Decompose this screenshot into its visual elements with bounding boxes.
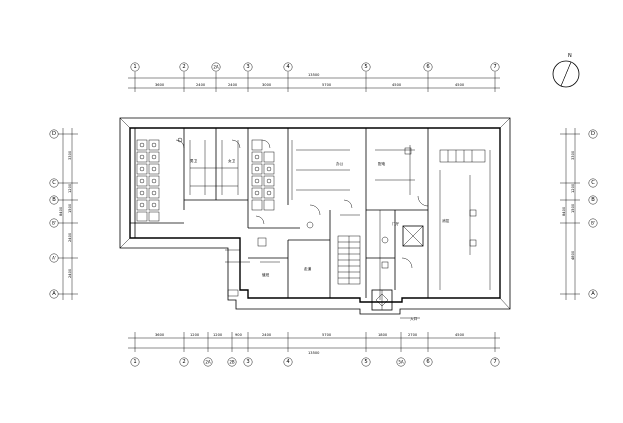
axis-label: B' [591, 221, 595, 226]
svg-text:2700: 2700 [408, 333, 418, 337]
north-arrow: N [552, 53, 580, 88]
axis-label: 2A [205, 360, 211, 365]
svg-text:1500: 1500 [68, 203, 72, 213]
svg-text:13500: 13500 [308, 351, 320, 355]
axis-bubble [130, 62, 140, 72]
axis-label: 4 [286, 359, 290, 365]
axis-label: C [591, 180, 595, 186]
bottom-axis-bubbles: 1 2 2A 2B 3 4 5 5A 6 7 [130, 357, 500, 367]
svg-text:4800: 4800 [571, 250, 575, 260]
door-swings [175, 139, 429, 269]
right-dimension-chain: 8400 3300 1200 1500 4800 [560, 128, 580, 300]
svg-text:4500: 4500 [455, 333, 465, 337]
room-label: 消控 [442, 218, 450, 223]
left-axis-bubbles: D C B B' A' A [49, 129, 59, 299]
svg-text:1200: 1200 [213, 333, 223, 337]
bottom-dimension-chain: 3600 1200 1200 900 2400 5700 1800 2700 4… [128, 332, 500, 355]
left-dimension-chain: 8400 3300 1200 1500 2400 2400 [58, 128, 78, 300]
axis-label: A' [52, 256, 56, 261]
room-label: 门厅 [392, 221, 400, 226]
svg-text:3300: 3300 [68, 150, 72, 160]
room-label: 男卫 [190, 158, 198, 163]
axis-label: A [591, 291, 595, 297]
axis-bubble [243, 62, 253, 72]
axis-label: 1 [133, 359, 136, 365]
top-dimension-chain: 13500 3600 2400 2400 3000 5700 4500 4500 [128, 72, 500, 92]
axis-label: 7 [493, 64, 496, 70]
svg-text:2400: 2400 [196, 83, 206, 87]
room-label: 走道 [304, 266, 312, 271]
axis-label: B [591, 197, 595, 203]
axis-bubble [283, 62, 293, 72]
svg-text:3300: 3300 [571, 150, 575, 160]
building-outline [119, 117, 511, 315]
top-axis-bubbles: 1 2 2A 3 4 5 6 7 [130, 62, 500, 72]
axis-label: 2A [213, 65, 219, 70]
axis-label: 7 [493, 359, 496, 365]
axis-label: A [52, 291, 56, 297]
svg-text:2400: 2400 [228, 83, 238, 87]
svg-text:13500: 13500 [308, 73, 320, 77]
axis-label: 2 [182, 64, 185, 70]
svg-text:5700: 5700 [322, 83, 332, 87]
axis-label: 6 [426, 64, 429, 70]
right-axis-bubbles: D C B B' A [588, 129, 598, 299]
svg-text:2400: 2400 [68, 232, 72, 242]
svg-text:1200: 1200 [68, 183, 72, 193]
axis-label: B [52, 197, 56, 203]
room-label: 值班 [262, 272, 270, 277]
entrance-porch: 入口 [371, 289, 420, 321]
svg-text:入口: 入口 [410, 316, 418, 321]
toilet-stalls [136, 139, 275, 222]
room-label: 女卫 [228, 158, 236, 163]
north-label: N [568, 53, 572, 59]
svg-text:1200: 1200 [571, 183, 575, 193]
axis-label: 2 [182, 359, 185, 365]
svg-text:2400: 2400 [262, 333, 272, 337]
axis-label: 5 [364, 64, 367, 70]
equipment-marks [177, 137, 477, 297]
axis-label: C [52, 180, 56, 186]
svg-text:3600: 3600 [155, 333, 165, 337]
svg-text:900: 900 [235, 333, 243, 337]
axis-bubble [179, 62, 189, 72]
svg-text:4500: 4500 [392, 83, 402, 87]
axis-label: 3 [246, 359, 249, 365]
room-label: 办公 [336, 161, 344, 166]
interior-walls [130, 128, 429, 298]
axis-label: 5A [398, 360, 404, 365]
axis-label: D [52, 131, 56, 137]
svg-text:5700: 5700 [322, 333, 332, 337]
axis-label: 3 [246, 64, 249, 70]
svg-text:3600: 3600 [155, 83, 165, 87]
axis-label: D [591, 131, 595, 137]
svg-text:2400: 2400 [68, 268, 72, 278]
svg-text:1500: 1500 [571, 203, 575, 213]
room-labels: 男卫 女卫 办公 配电 消控 门厅 走道 值班 [190, 158, 450, 277]
axis-bubble [423, 62, 433, 72]
axis-label: 5 [364, 359, 367, 365]
axis-label: 4 [286, 64, 290, 70]
axis-bubble [490, 62, 500, 72]
elevator-shaft [402, 225, 424, 247]
svg-text:4500: 4500 [455, 83, 465, 87]
axis-bubble [361, 62, 371, 72]
axis-label: B' [52, 221, 56, 226]
axis-bubble [211, 62, 221, 72]
wiring-runs [189, 140, 491, 300]
svg-text:8400: 8400 [59, 206, 63, 216]
axis-label: 2B [229, 360, 235, 365]
svg-text:1200: 1200 [190, 333, 200, 337]
room-label: 配电 [378, 161, 386, 166]
stairs [337, 235, 361, 285]
axis-label: 1 [133, 64, 136, 70]
axis-label: 6 [426, 359, 429, 365]
svg-text:8400: 8400 [562, 206, 566, 216]
svg-text:1800: 1800 [378, 333, 388, 337]
svg-text:3000: 3000 [262, 83, 272, 87]
